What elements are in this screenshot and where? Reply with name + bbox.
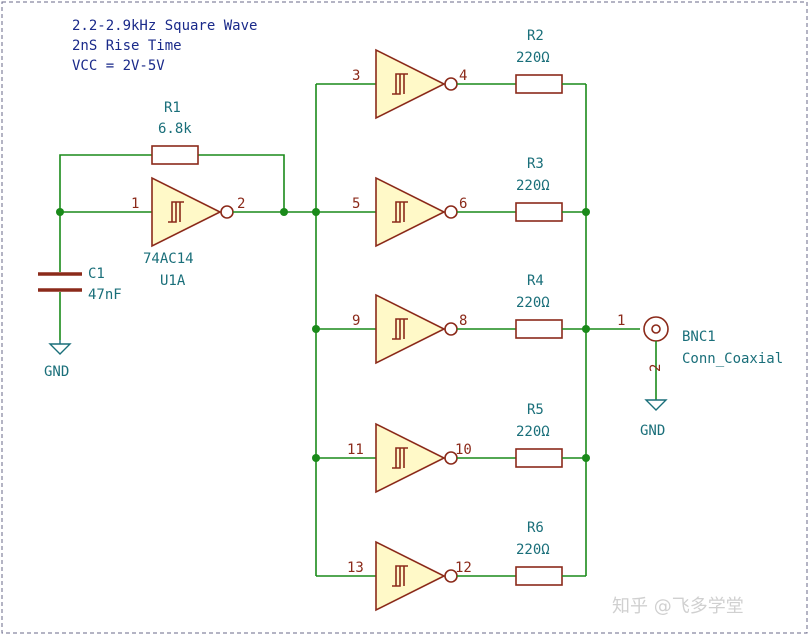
r4-ref: R4 bbox=[527, 273, 544, 289]
stage2-pin-out: 6 bbox=[459, 196, 467, 212]
bnc-ref: BNC1 bbox=[682, 329, 716, 345]
note-rise-time: 2nS Rise Time bbox=[72, 38, 182, 54]
r1-value: 6.8k bbox=[158, 121, 192, 137]
note-frequency: 2.2-2.9kHz Square Wave bbox=[72, 18, 257, 34]
junction-r3 bbox=[582, 208, 590, 216]
junction-r4 bbox=[582, 325, 590, 333]
stage5-pin-out: 12 bbox=[455, 560, 472, 576]
c1-plates bbox=[38, 272, 82, 292]
u1a-inversion-bubble bbox=[220, 205, 234, 219]
r5-value: 220Ω bbox=[516, 424, 550, 440]
watermark: 知乎 @飞多学堂 bbox=[612, 596, 744, 617]
u1a-pin-out: 2 bbox=[237, 196, 245, 212]
junction-bus-4 bbox=[312, 454, 320, 462]
junction-r5 bbox=[582, 454, 590, 462]
buffer-stage-1 bbox=[316, 48, 586, 120]
stage4-pin-out: 10 bbox=[455, 442, 472, 458]
junction-c1 bbox=[56, 208, 64, 216]
stage1-pin-out: 4 bbox=[459, 68, 467, 84]
stage2-pin-in: 5 bbox=[352, 196, 360, 212]
gnd-symbol-left bbox=[48, 340, 72, 355]
r3-value: 220Ω bbox=[516, 178, 550, 194]
r6-ref: R6 bbox=[527, 520, 544, 536]
u1a-schmitt-symbol bbox=[168, 201, 184, 223]
bnc-value: Conn_Coaxial bbox=[682, 351, 783, 367]
stage3-pin-in: 9 bbox=[352, 313, 360, 329]
r3-ref: R3 bbox=[527, 156, 544, 172]
r1-ref: R1 bbox=[164, 100, 181, 116]
u1a-part: 74AC14 bbox=[143, 251, 194, 267]
buffer-stage-5 bbox=[316, 540, 586, 612]
r5-ref: R5 bbox=[527, 402, 544, 418]
r2-ref: R2 bbox=[527, 28, 544, 44]
gnd-symbol-right bbox=[644, 399, 668, 411]
u1a-body bbox=[151, 176, 222, 248]
buffer-stage-4 bbox=[316, 422, 586, 494]
stage4-pin-in: 11 bbox=[347, 442, 364, 458]
note-vcc: VCC = 2V-5V bbox=[72, 58, 165, 74]
r6-value: 220Ω bbox=[516, 542, 550, 558]
wire-feedback-right bbox=[198, 154, 285, 212]
bnc-pin2: 2 bbox=[648, 364, 664, 372]
u1a-ref: U1A bbox=[160, 273, 186, 289]
stage1-pin-in: 3 bbox=[352, 68, 360, 84]
bnc-center-pin bbox=[651, 324, 661, 334]
buffer-stage-3 bbox=[316, 293, 640, 365]
c1-ref: C1 bbox=[88, 266, 105, 282]
stage5-pin-in: 13 bbox=[347, 560, 364, 576]
junction-bus-3 bbox=[312, 325, 320, 333]
r4-value: 220Ω bbox=[516, 295, 550, 311]
stage3-pin-out: 8 bbox=[459, 313, 467, 329]
u1a-pin-in: 1 bbox=[131, 196, 139, 212]
wire-feedback-left bbox=[59, 154, 152, 212]
c1-value: 47nF bbox=[88, 287, 122, 303]
gnd-label-right: GND bbox=[640, 423, 665, 439]
junction-feedback bbox=[280, 208, 288, 216]
r2-value: 220Ω bbox=[516, 50, 550, 66]
gnd-label-left: GND bbox=[44, 364, 69, 380]
bnc-pin1: 1 bbox=[617, 313, 625, 329]
buffer-stage-2 bbox=[316, 176, 586, 248]
r1-body bbox=[151, 145, 199, 165]
